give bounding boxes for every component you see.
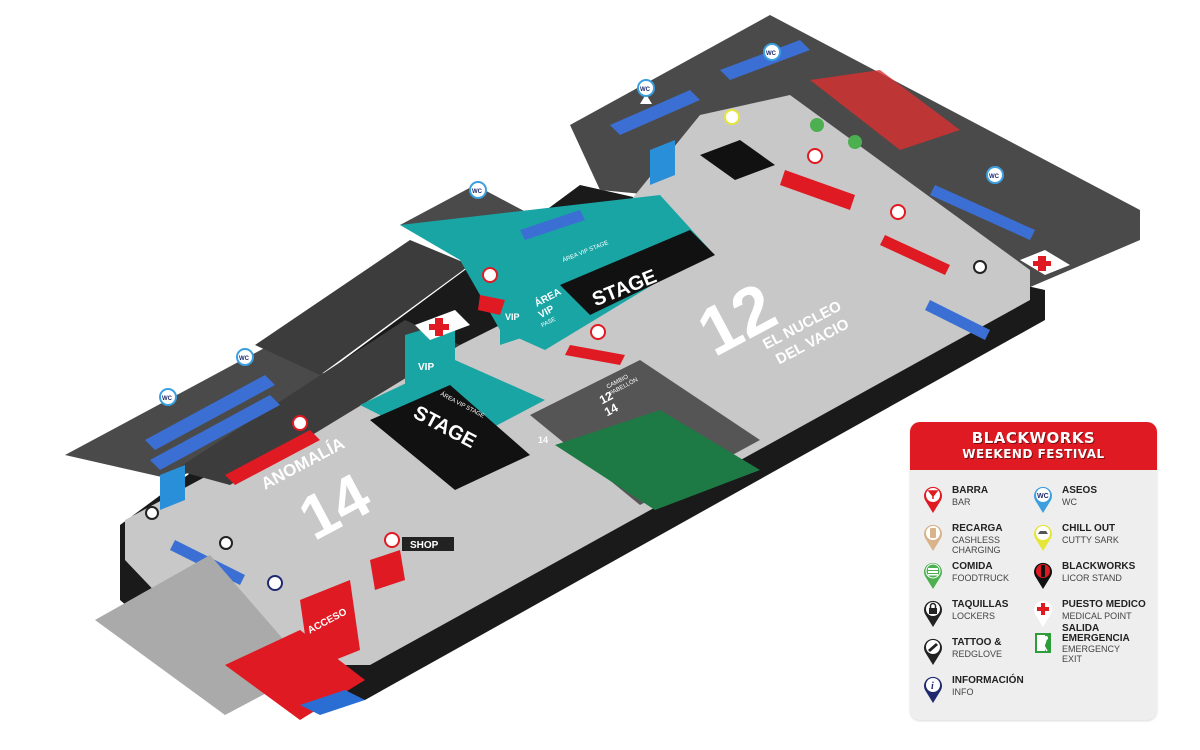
legend-item-cashless: RECARGA CASHLESS CHARGING: [922, 522, 1042, 562]
legend-label-food: COMIDA: [952, 561, 993, 572]
emergency-exit-icon: [1035, 633, 1051, 653]
legend-label-cashless: RECARGA: [952, 523, 1003, 534]
legend-item-tattoo: TATTOO & REDGLOVE: [922, 636, 1042, 676]
map-legend: BLACKWORKS WEEKEND FESTIVAL BARRA BAR WC…: [910, 422, 1157, 720]
locker-pins[interactable]: [145, 260, 987, 550]
vip-booth-right-label: VIP: [505, 312, 520, 322]
legend-header: BLACKWORKS WEEKEND FESTIVAL: [910, 422, 1157, 470]
cocktail-icon: [924, 486, 942, 513]
corridor: [175, 320, 460, 485]
wc-pin-label: WC: [239, 356, 250, 362]
vip-booth-left-label: VIP: [418, 362, 434, 373]
legend-sub-tattoo: REDGLOVE: [952, 649, 1003, 659]
legend-label-bar: BARRA: [952, 485, 989, 496]
legend-item-info: i INFORMACIÓN INFO: [922, 674, 1042, 714]
wc-pin-label: WC: [766, 51, 777, 57]
wc-pin-1[interactable]: WC: [637, 79, 655, 104]
legend-title-line1: BLACKWORKS: [971, 429, 1096, 447]
legend-sub-lockers: LOCKERS: [952, 611, 996, 621]
bottle-icon: [1034, 562, 1052, 589]
svg-text:i: i: [931, 681, 934, 692]
food-pins[interactable]: [810, 118, 862, 149]
stage-right-shape: [560, 230, 715, 315]
vip-booth-left: [405, 320, 455, 410]
legend-sub-info: INFO: [952, 687, 974, 697]
legend-item-chillout: CHILL OUT CUTTY SARK: [1032, 522, 1152, 562]
legend-sub1-exit: EMERGENCIA: [1062, 633, 1130, 644]
svg-text:WC: WC: [1037, 493, 1049, 500]
entrance-blue-step: [300, 690, 365, 715]
wc-icon: WC: [1034, 486, 1052, 513]
wc-pin-4[interactable]: WC: [236, 348, 254, 366]
legend-sub3-exit: EXIT: [1062, 654, 1083, 664]
pavilion-14: 14: [602, 400, 621, 419]
legend-label-licor: BLACKWORKS: [1062, 561, 1136, 572]
info-icon: i: [924, 676, 942, 703]
shop-sign: SHOP: [402, 537, 454, 551]
legend-item-licor: BLACKWORKS LICOR STAND: [1032, 560, 1152, 600]
cashless-icon: [924, 524, 942, 551]
green-dancefloor: [555, 410, 760, 510]
wc-blocks: [160, 140, 675, 510]
shop-label: SHOP: [410, 540, 439, 551]
vip-booth-right: [500, 290, 530, 345]
legend-label-info: INFORMACIÓN: [952, 675, 1024, 686]
legend-label-medical: PUESTO MEDICO: [1062, 599, 1146, 610]
legend-sub-chillout: CUTTY SARK: [1062, 535, 1119, 545]
legend-label-chillout: CHILL OUT: [1062, 523, 1116, 534]
legend-item-bar: BARRA BAR: [922, 484, 1042, 524]
wc-pin-label: WC: [472, 189, 483, 195]
legend-sub-licor: LICOR STAND: [1062, 573, 1122, 583]
legend-item-lockers: TAQUILLAS LOCKERS: [922, 598, 1042, 638]
legend-sub2-exit: EMERGENCY: [1062, 644, 1121, 654]
pavilion-12: 12: [597, 388, 616, 407]
info-pin[interactable]: [267, 575, 283, 591]
lock-icon: [924, 600, 942, 627]
legend-item-wc: WC ASEOS WC: [1032, 484, 1152, 524]
chillout-deck: [700, 140, 775, 180]
chillout-icon: [1034, 524, 1052, 551]
legend-sub-wc: WC: [1062, 497, 1077, 507]
legend-label-exit: SALIDA: [1062, 623, 1100, 634]
legend-sub-bar: BAR: [952, 497, 971, 507]
stage-left-shape: [370, 385, 530, 490]
wc-pin-6[interactable]: WC: [986, 166, 1004, 184]
wc-pin-label: WC: [162, 396, 173, 402]
medical-point-left: [415, 310, 470, 340]
legend-title-line2: WEEKEND FESTIVAL: [962, 447, 1105, 461]
tattoo-icon: [924, 638, 942, 665]
medical-cross-icon: [1034, 600, 1052, 627]
chillout-pin[interactable]: [724, 109, 740, 125]
wc-pin-5[interactable]: WC: [159, 388, 177, 406]
bar-pins[interactable]: [292, 148, 906, 548]
wc-pin-2[interactable]: WC: [763, 43, 781, 61]
corridor-2: [255, 240, 470, 375]
legend-item-exit: SALIDA EMERGENCIA EMERGENCY EXIT: [1032, 622, 1152, 664]
wc-pin-3[interactable]: WC: [469, 181, 487, 199]
legend-label-tattoo: TATTOO &: [952, 637, 1002, 648]
legend-item-food: COMIDA FOODTRUCK: [922, 560, 1042, 600]
vip-area-right: [400, 195, 710, 350]
pavilion-side-14: 14: [538, 435, 548, 445]
medical-point-right: [1020, 250, 1070, 275]
legend-sub2-cashless: CHARGING: [952, 545, 1001, 555]
table-area: [810, 70, 960, 150]
legend-sub-medical: MEDICAL POINT: [1062, 611, 1132, 621]
bar-counters: [225, 170, 950, 590]
acceso-gate: [300, 580, 360, 670]
main-floor: [125, 95, 1030, 665]
wc-pin-label: WC: [640, 87, 651, 93]
legend-label-lockers: TAQUILLAS: [952, 599, 1009, 610]
legend-item-medical: PUESTO MEDICO MEDICAL POINT: [1032, 598, 1152, 638]
food-icon: [924, 562, 942, 589]
wc-pin-label: WC: [989, 174, 1000, 180]
legend-sub-food: FOODTRUCK: [952, 573, 1009, 583]
legend-sub1-cashless: CASHLESS: [952, 535, 1001, 545]
legend-label-wc: ASEOS: [1062, 485, 1098, 496]
